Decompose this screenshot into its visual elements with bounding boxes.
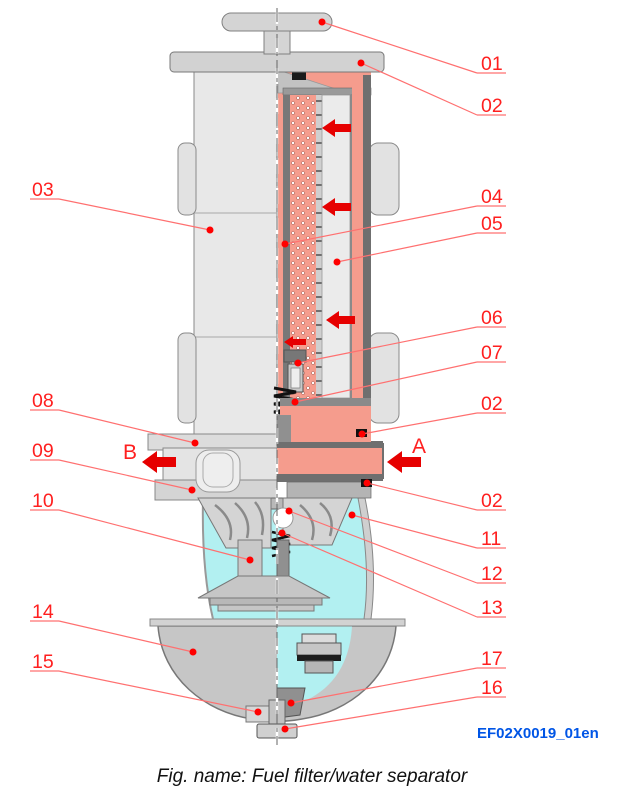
inlet-passage — [277, 448, 383, 474]
inlet-arrow-A — [387, 451, 421, 473]
outlet-arrow-B — [142, 451, 176, 473]
flow-arrows — [284, 119, 355, 348]
callout-label-06: 06 — [481, 307, 503, 329]
callout-label-16: 16 — [481, 677, 503, 699]
separator-shell-left-edge — [201, 497, 214, 620]
outer-fuel-gap — [352, 80, 363, 406]
flow-arrow-2 — [322, 198, 351, 216]
callout-label-12: 12 — [481, 563, 503, 585]
deflector-plate — [197, 539, 331, 612]
callout-dots — [188, 18, 371, 733]
outlet-label-B: B — [123, 441, 137, 464]
callout-label-17: 17 — [481, 648, 503, 670]
callout-label-05: 05 — [481, 213, 503, 235]
callout-labels: 01 02 04 05 06 07 02 02 11 12 13 17 16 0… — [32, 53, 503, 699]
filter-media — [290, 95, 316, 398]
callout-label-10: 10 — [32, 490, 54, 512]
callout-label-13: 13 — [481, 597, 503, 619]
filter-head — [147, 429, 384, 510]
housing-body — [193, 71, 278, 446]
callout-label-01: 01 — [481, 53, 503, 75]
inlet-label-A: A — [412, 435, 426, 458]
figure-caption: Fig. name: Fuel filter/water separator — [157, 766, 468, 787]
callout-label-02b: 02 — [481, 393, 503, 415]
support-tube — [316, 95, 322, 398]
drawing-code: EF02X0019_01en — [477, 725, 599, 742]
callout-label-15: 15 — [32, 651, 54, 673]
separator-shell-section — [357, 497, 374, 620]
filter-section — [273, 69, 372, 445]
flow-arrow-valve — [284, 336, 306, 348]
callout-label-09: 09 — [32, 440, 54, 462]
housing-wall-section — [363, 75, 371, 430]
callout-label-11: 11 — [481, 528, 501, 550]
callout-label-14: 14 — [32, 601, 54, 623]
callout-label-02a: 02 — [481, 95, 503, 117]
callout-leaders — [30, 21, 506, 730]
callout-label-02c: 02 — [481, 490, 503, 512]
flow-arrow-1 — [322, 119, 351, 137]
outlet-port-boss — [195, 449, 241, 493]
water-sensor-bolt — [296, 633, 342, 674]
flow-arrow-3 — [326, 311, 355, 329]
callout-label-08: 08 — [32, 390, 54, 412]
callout-label-07: 07 — [481, 342, 503, 364]
mounting-tabs — [177, 142, 400, 424]
filter-element-interior — [321, 94, 351, 399]
callout-label-03: 03 — [32, 179, 54, 201]
callout-label-04: 04 — [481, 186, 503, 208]
vent-plug — [292, 71, 306, 80]
